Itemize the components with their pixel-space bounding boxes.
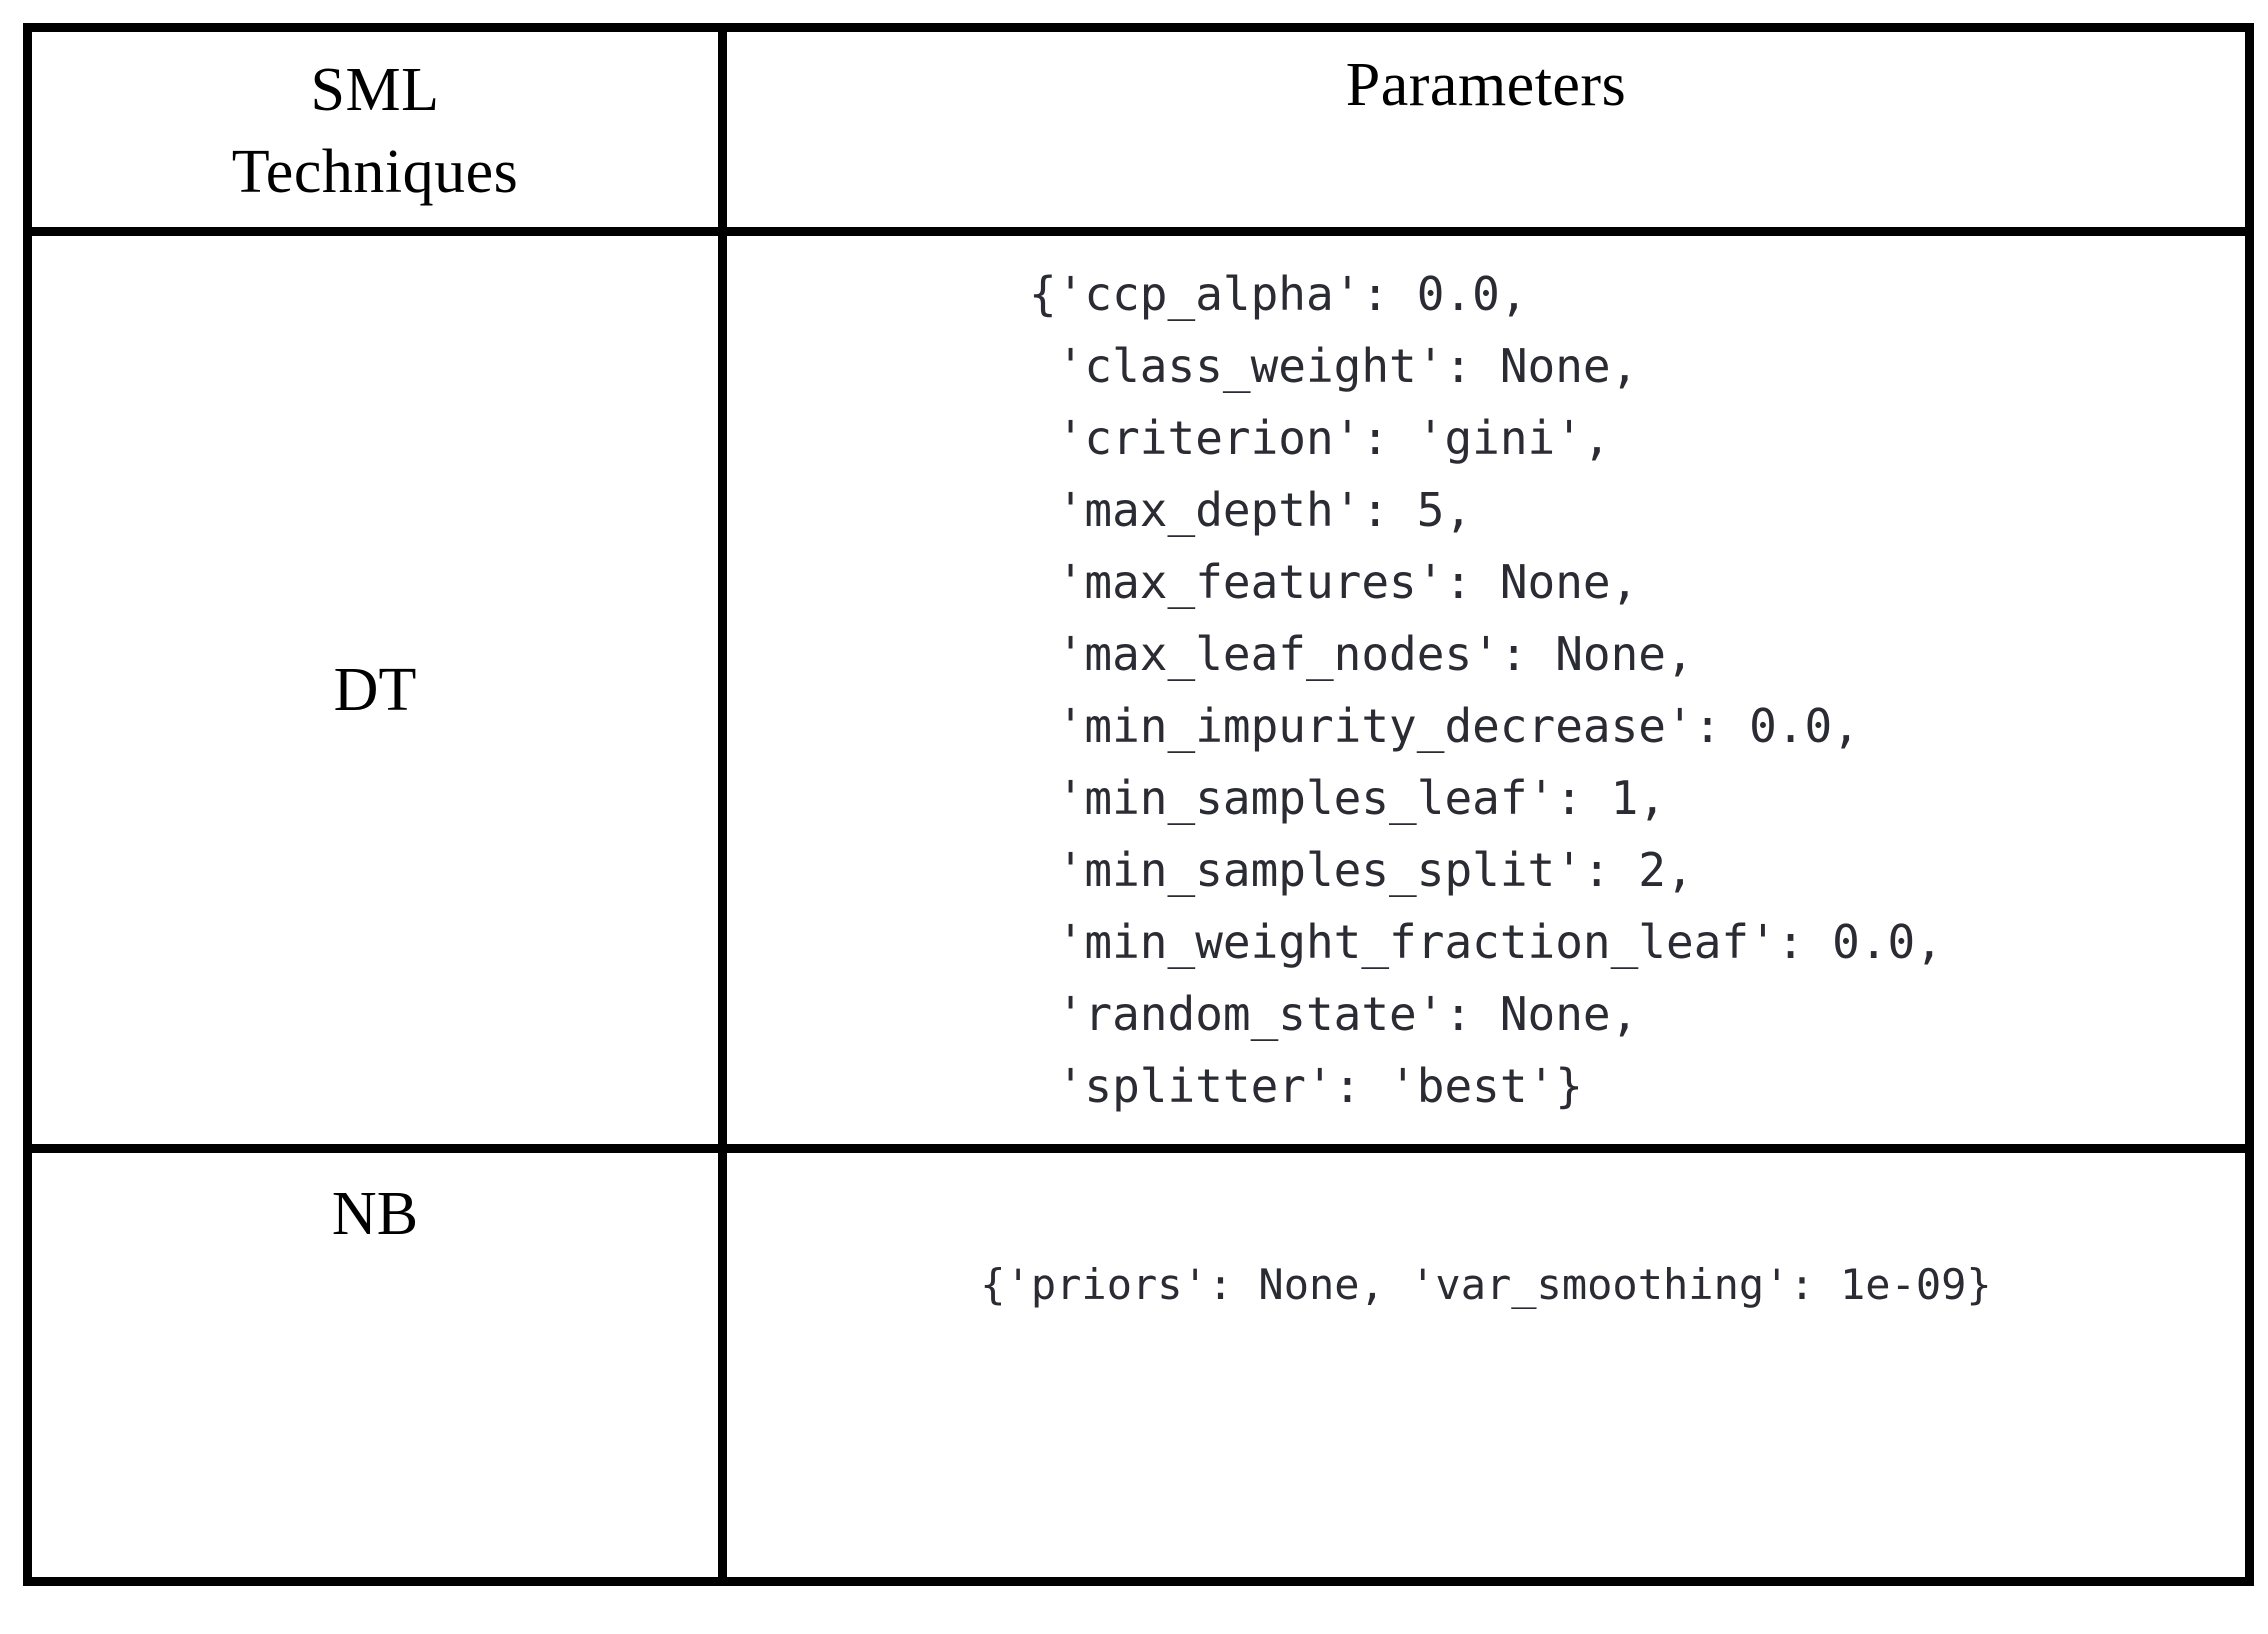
parameters-code-dt: {'ccp_alpha': 0.0, 'class_weight': None,… [1029, 267, 1943, 1113]
table-header-row: SML Techniques Parameters [23, 23, 2254, 236]
table-row: DT {'ccp_alpha': 0.0, 'class_weight': No… [23, 227, 2254, 1153]
cell-technique-nb: NB [23, 1144, 727, 1586]
technique-label-dt: DT [333, 655, 417, 724]
header-parameters-wrap: Parameters [727, 32, 2245, 121]
nb-code-wrap: {'priors': None, 'var_smoothing': 1e-09} [727, 1153, 2245, 1577]
cell-parameters-nb: {'priors': None, 'var_smoothing': 1e-09} [718, 1144, 2254, 1586]
cell-technique-dt: DT [23, 227, 727, 1153]
header-cell-technique: SML Techniques [23, 23, 727, 236]
dt-code-wrap: {'ccp_alpha': 0.0, 'class_weight': None,… [727, 236, 2245, 1144]
header-parameters-label: Parameters [1345, 51, 1627, 119]
header-technique-line1: SML [310, 56, 440, 124]
header-technique-stack: SML Techniques [32, 32, 718, 214]
cell-parameters-dt: {'ccp_alpha': 0.0, 'class_weight': None,… [718, 227, 2254, 1153]
header-cell-parameters: Parameters [718, 23, 2254, 236]
header-technique-line2: Techniques [231, 137, 519, 206]
sml-parameters-table: SML Techniques Parameters DT {'ccp [23, 23, 2254, 1586]
parameters-code-nb: {'priors': None, 'var_smoothing': 1e-09} [980, 1260, 1992, 1309]
table-row: NB {'priors': None, 'var_smoothing': 1e-… [23, 1144, 2254, 1586]
technique-label-nb: NB [331, 1180, 419, 1248]
